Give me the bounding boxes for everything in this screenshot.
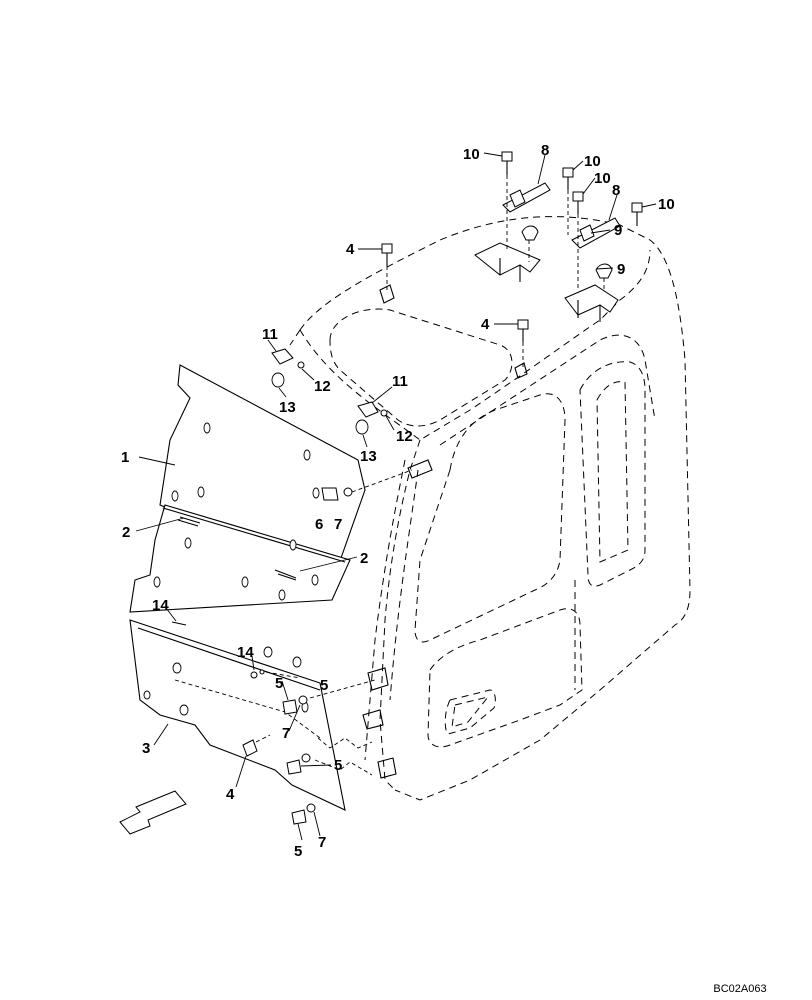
callout-1: 1 [121, 449, 129, 466]
callout-8: 8 [541, 142, 549, 159]
fasteners [171, 348, 413, 825]
callout-3: 3 [142, 740, 150, 757]
callout-5: 5 [320, 677, 328, 694]
front-panel-assembly [129, 364, 366, 811]
callout-6: 6 [315, 516, 323, 533]
callout-14: 14 [237, 644, 254, 661]
callout-13: 13 [279, 399, 296, 416]
callout-9: 9 [617, 261, 625, 278]
callout-2: 2 [122, 524, 130, 541]
roof-bracket-assembly [381, 151, 643, 368]
callout-2: 2 [360, 550, 368, 567]
callout-4: 4 [346, 241, 355, 258]
callout-7: 7 [282, 725, 290, 742]
callout-8: 8 [612, 182, 620, 199]
callout-leaders [135, 152, 657, 841]
callout-4: 4 [226, 786, 235, 803]
callout-5: 5 [275, 675, 283, 692]
callout-11: 11 [392, 373, 408, 390]
callout-labels: 1 2 2 3 4 4 4 5 5 5 5 6 7 7 7 8 8 9 9 10… [121, 142, 675, 860]
callout-12: 12 [396, 428, 413, 445]
callout-10: 10 [584, 153, 601, 170]
callout-4: 4 [481, 316, 490, 333]
drawing-code: BC02A063 [713, 983, 766, 995]
callout-13: 13 [360, 448, 377, 465]
callout-12: 12 [314, 378, 331, 395]
callout-7: 7 [334, 516, 342, 533]
front-direction-arrow-icon [119, 790, 187, 835]
callout-11: 11 [262, 326, 278, 343]
callout-10: 10 [594, 170, 611, 187]
callout-7: 7 [318, 834, 326, 851]
callout-10: 10 [658, 196, 675, 213]
callout-9: 9 [614, 222, 622, 239]
callout-10: 10 [463, 146, 480, 163]
callout-14: 14 [152, 597, 169, 614]
callout-5: 5 [294, 843, 302, 860]
callout-5: 5 [334, 757, 342, 774]
